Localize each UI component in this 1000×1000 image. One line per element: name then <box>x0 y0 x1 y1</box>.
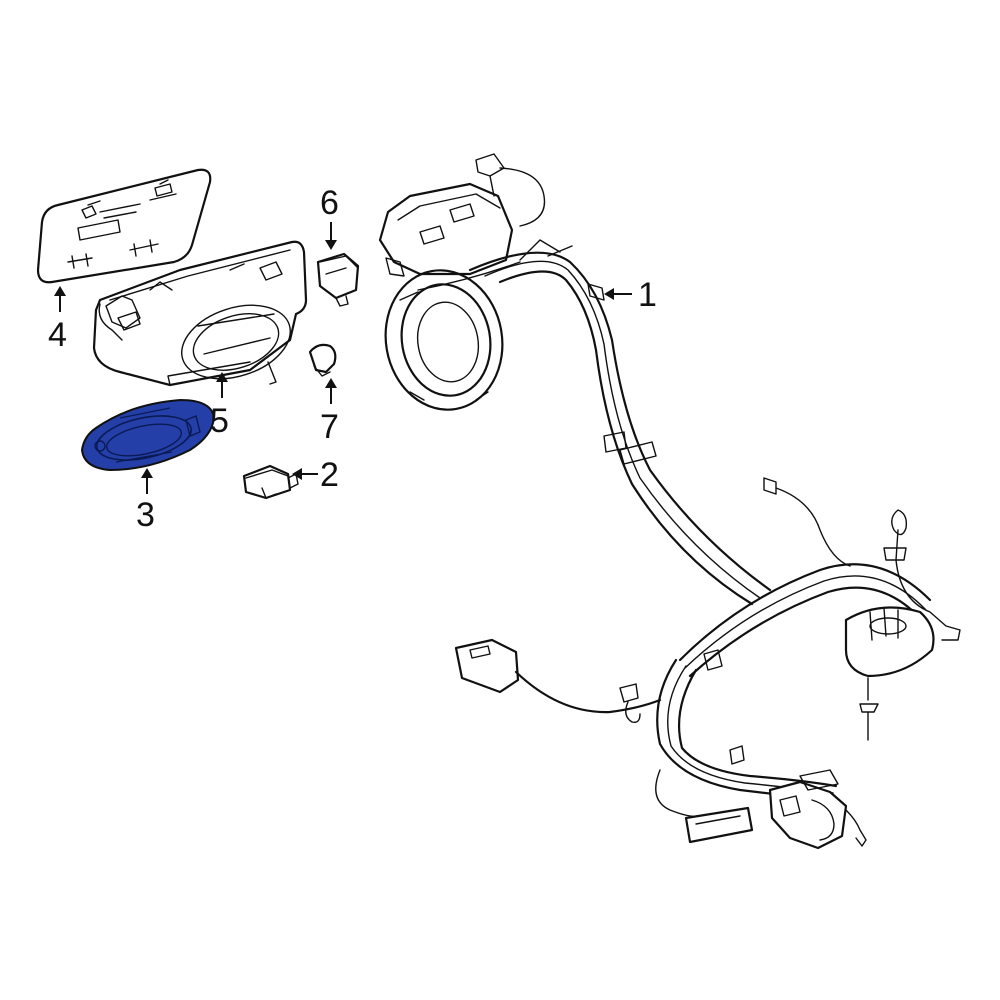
part-1-wiring-harness[interactable] <box>375 153 961 850</box>
part-5-housing[interactable] <box>92 240 308 392</box>
part-7-socket[interactable] <box>308 343 337 377</box>
callout-6: 6 <box>320 184 339 250</box>
callout-7: 7 <box>320 378 339 446</box>
part-3-bezel-highlighted[interactable] <box>80 398 216 472</box>
callout-6-label: 6 <box>320 184 339 222</box>
callout-2-label: 2 <box>320 456 339 494</box>
callout-3: 3 <box>136 468 155 534</box>
callout-4: 4 <box>48 286 67 354</box>
callout-2: 2 <box>292 456 339 494</box>
callout-5: 5 <box>210 372 229 440</box>
callout-7-label: 7 <box>320 408 339 446</box>
part-4-cover-plate[interactable] <box>36 168 212 284</box>
bezel-fill <box>80 398 216 472</box>
callout-1-label: 1 <box>638 276 657 314</box>
callout-3-label: 3 <box>136 496 155 534</box>
callout-4-label: 4 <box>48 316 67 354</box>
callout-1: 1 <box>604 276 657 314</box>
part-2-sensor[interactable] <box>242 464 299 500</box>
callout-5-label: 5 <box>210 402 229 440</box>
part-6-connector[interactable] <box>316 252 360 307</box>
